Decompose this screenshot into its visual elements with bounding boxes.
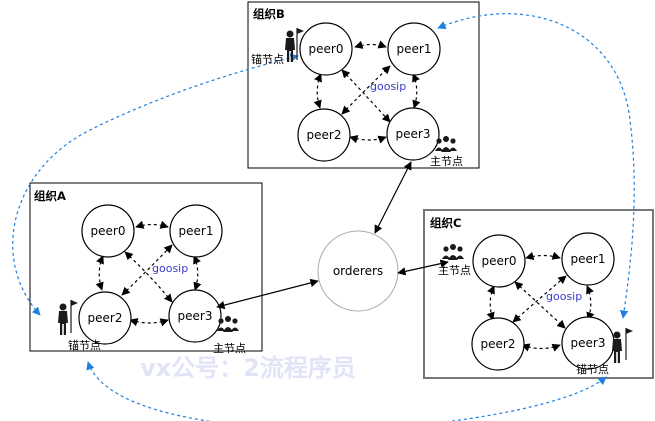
link-c-peer0-peer3 <box>514 281 566 329</box>
link-b-peer0-peer2 <box>313 73 322 109</box>
org-b-anchor-icon <box>285 28 304 62</box>
org-a-peer2-node[interactable]: peer2 <box>78 291 132 345</box>
org-b-peer3-label: peer3 <box>396 127 431 141</box>
org-b-box <box>247 1 480 169</box>
org-c-anchor-icon <box>612 328 633 363</box>
link-a-peer1-peer3 <box>193 255 202 291</box>
org-b-peer1-node[interactable]: peer1 <box>387 22 441 76</box>
org-b-gossip-label: goosip <box>370 80 406 93</box>
org-c-peer0-node[interactable]: peer0 <box>472 234 526 288</box>
org-b-peer1-label: peer1 <box>397 42 432 56</box>
orderer-label: orderers <box>333 264 383 278</box>
org-c-peer1-node[interactable]: peer1 <box>561 232 615 286</box>
org-c-peer3-node[interactable]: peer3 <box>561 316 615 370</box>
org-a-peer3-node[interactable]: peer3 <box>168 289 222 343</box>
org-b-peers: peer0 peer1 peer2 peer3 goosip <box>297 22 441 162</box>
link-anchor-a-c <box>86 361 607 421</box>
link-b-peer1-peer3 <box>412 73 421 109</box>
org-c-peers: peer0 peer1 peer2 peer3 goosip <box>471 232 615 371</box>
link-c-peer1-peer3 <box>586 285 595 321</box>
org-c-peer2-node[interactable]: peer2 <box>471 317 525 371</box>
link-a-peer0-peer1 <box>135 220 169 229</box>
link-orderer-org-b-leader <box>374 161 412 234</box>
link-b-peer2-peer1 <box>341 65 391 115</box>
org-b-leader-label: 主节点 <box>430 155 463 168</box>
org-c-title: 组织C <box>430 216 461 230</box>
link-b-peer2-peer3 <box>349 135 387 144</box>
link-a-peer0-peer3 <box>124 251 173 303</box>
link-c-peer2-peer3 <box>521 343 561 352</box>
org-b-peer0-node[interactable]: peer0 <box>299 22 353 76</box>
org-c-peer1-label: peer1 <box>571 252 606 266</box>
org-a-anchor-icon <box>58 300 78 335</box>
org-a-peer3-label: peer3 <box>178 309 213 323</box>
org-b-group: 组织B <box>247 1 480 169</box>
anchor-links <box>12 13 635 421</box>
link-b-peer0-peer3 <box>341 69 391 123</box>
org-a-peer0-label: peer0 <box>91 224 126 238</box>
org-a-leader-label: 主节点 <box>213 342 246 355</box>
org-b-peer2-node[interactable]: peer2 <box>297 108 351 162</box>
link-a-peer2-peer3 <box>129 318 169 327</box>
link-c-peer0-peer2 <box>486 285 495 321</box>
org-a-peer1-label: peer1 <box>179 224 214 238</box>
org-b-title: 组织B <box>253 7 285 21</box>
org-c-anchor-label: 锚节点 <box>576 362 609 376</box>
orderer-node[interactable]: orderers <box>317 230 399 312</box>
org-a-peer0-node[interactable]: peer0 <box>81 204 135 258</box>
org-a-peer1-node[interactable]: peer1 <box>169 204 223 258</box>
link-c-peer0-peer1 <box>525 251 561 261</box>
org-c-peer0-label: peer0 <box>482 254 517 268</box>
org-a-peer2-label: peer2 <box>88 311 123 325</box>
org-b-anchor-label: 锚节点 <box>251 52 284 66</box>
link-anchor-b-c <box>437 13 635 319</box>
link-a-peer0-peer2 <box>95 255 104 291</box>
org-b-peer2-label: peer2 <box>307 128 342 142</box>
org-c-gossip-label: goosip <box>546 290 582 303</box>
link-b-peer0-peer1 <box>354 40 387 49</box>
org-a-anchor-label: 锚节点 <box>68 338 101 352</box>
org-a-gossip-label: goosip <box>152 262 188 275</box>
org-c-peer3-label: peer3 <box>571 336 606 350</box>
org-c-leader-icon <box>442 244 464 260</box>
watermark: vx公号：2流程序员 <box>140 354 356 382</box>
org-b-peer0-label: peer0 <box>309 42 344 56</box>
org-c-peer2-label: peer2 <box>481 337 516 351</box>
org-b-peer3-node[interactable]: peer3 <box>386 107 440 161</box>
link-anchor-a-b <box>12 53 299 316</box>
org-c-leader-label: 主节点 <box>438 264 471 277</box>
org-a-title: 组织A <box>34 189 66 203</box>
org-b-gossip-links <box>313 40 421 144</box>
link-orderer-org-a-leader <box>216 278 319 310</box>
